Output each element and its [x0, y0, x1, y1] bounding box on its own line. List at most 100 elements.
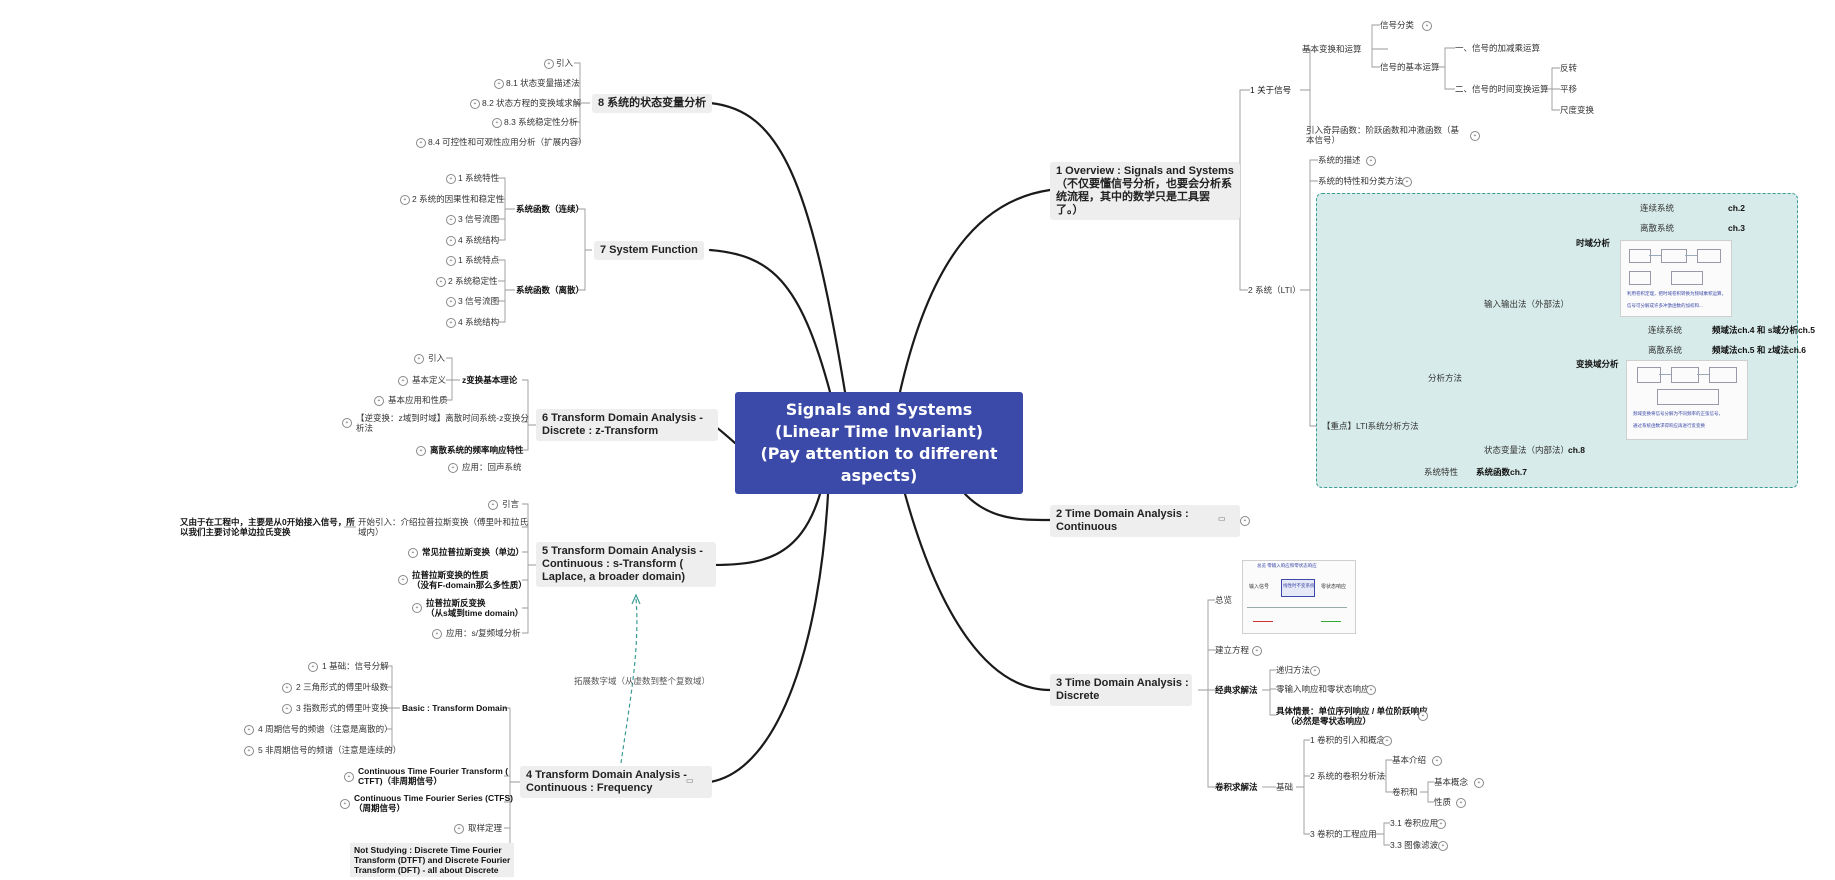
collapse-icon[interactable]: +	[1382, 736, 1392, 746]
node-sys-prop[interactable]: 系统特性	[1424, 467, 1459, 477]
node-conv3[interactable]: 3 卷积的工程应用	[1310, 829, 1377, 839]
node-shift[interactable]: 平移	[1560, 84, 1578, 94]
collapse-icon[interactable]: +	[398, 575, 408, 585]
node-cont-sys[interactable]: 连续系统	[1640, 203, 1675, 213]
node-sv-2[interactable]: 8.1 状态变量描述法	[506, 78, 580, 88]
node-signal-basic-ops[interactable]: 信号的基本运算	[1380, 62, 1440, 72]
collapse-icon[interactable]: +	[342, 418, 352, 428]
node-basic-ops[interactable]: 基本变换和运算	[1302, 44, 1362, 54]
node-conv-and[interactable]: 卷积和	[1392, 787, 1418, 797]
collapse-icon[interactable]: +	[446, 215, 456, 225]
node-ch3[interactable]: ch.3	[1728, 223, 1746, 233]
node-sf-cont[interactable]: 系统函数（连续）	[516, 204, 585, 214]
node-sf-cont-2[interactable]: 2 系统的因果性和稳定性	[412, 194, 505, 204]
node-s-props[interactable]: 拉普拉斯变换的性质 （没有F-domain那么多性质）	[412, 570, 527, 590]
branch-time-continuous[interactable]: 2 Time Domain Analysis : Continuous	[1050, 505, 1240, 537]
node-singular[interactable]: 引入奇异函数：阶跃函数和冲激函数（基本信号）	[1306, 125, 1460, 145]
collapse-icon[interactable]: +	[446, 318, 456, 328]
collapse-icon[interactable]: +	[432, 629, 442, 639]
collapse-icon[interactable]: +	[488, 500, 498, 510]
node-about-signals[interactable]: 1 关于信号	[1250, 85, 1292, 95]
node-sf-cont-1[interactable]: 1 系统特性	[458, 173, 500, 183]
collapse-icon[interactable]: +	[282, 683, 292, 693]
collapse-icon[interactable]: +	[244, 746, 254, 756]
collapse-icon[interactable]: +	[1422, 21, 1432, 31]
collapse-icon[interactable]: +	[1432, 756, 1442, 766]
node-equation[interactable]: 建立方程	[1215, 645, 1250, 655]
collapse-icon[interactable]: +	[1470, 131, 1480, 141]
collapse-icon[interactable]: +	[414, 354, 424, 364]
node-disc-sys[interactable]: 离散系统	[1640, 223, 1675, 233]
node-z-inverse[interactable]: 【逆变换：z域到时域】离散时间系统-z变换分 析法	[356, 413, 529, 433]
note-icon[interactable]: ▭	[686, 776, 694, 785]
node-scale[interactable]: 尺度变换	[1560, 105, 1595, 115]
collapse-icon[interactable]: +	[340, 799, 350, 809]
node-sf-disc-4[interactable]: 4 系统结构	[458, 317, 500, 327]
node-f-item-3[interactable]: 3 指数形式的傅里叶变换	[296, 703, 389, 713]
node-op-add-mul[interactable]: 一、信号的加减乘运算	[1455, 43, 1541, 53]
node-sv-3[interactable]: 8.2 状态方程的变换域求解	[482, 98, 582, 108]
collapse-icon[interactable]: +	[1456, 798, 1466, 808]
collapse-icon[interactable]: +	[446, 256, 456, 266]
node-state-var[interactable]: 状态变量法（内部法）	[1484, 445, 1570, 455]
collapse-icon[interactable]: +	[1436, 819, 1446, 829]
node-f-item-1[interactable]: 1 基础：信号分解	[322, 661, 389, 671]
collapse-icon[interactable]: +	[416, 446, 426, 456]
node-conv2[interactable]: 2 系统的卷积分析法	[1310, 771, 1386, 781]
node-classic[interactable]: 经典求解法	[1215, 685, 1258, 695]
collapse-icon[interactable]: +	[544, 59, 554, 69]
branch-state-variable[interactable]: 8 系统的状态变量分析	[592, 94, 713, 113]
collapse-icon[interactable]: +	[436, 277, 446, 287]
node-app2[interactable]: 3.3 图像滤波	[1390, 840, 1439, 850]
collapse-icon[interactable]: +	[470, 99, 480, 109]
node-s-intro[interactable]: 引言	[502, 499, 520, 509]
node-basic-concept[interactable]: 基本概念	[1434, 777, 1469, 787]
node-signal-class[interactable]: 信号分类	[1380, 20, 1415, 30]
node-z-def[interactable]: 基本定义	[412, 375, 447, 385]
collapse-icon[interactable]: +	[344, 772, 354, 782]
node-s-app[interactable]: 应用：s/复频域分析	[446, 628, 521, 638]
node-z-app[interactable]: 应用：回声系统	[462, 462, 522, 472]
node-ch2[interactable]: ch.2	[1728, 203, 1746, 213]
node-intro[interactable]: 基本介绍	[1392, 755, 1427, 765]
branch-z-transform[interactable]: 6 Transform Domain Analysis - Discrete :…	[536, 409, 718, 441]
node-reverse[interactable]: 反转	[1560, 63, 1578, 73]
node-recursive[interactable]: 递归方法	[1276, 665, 1311, 675]
collapse-icon[interactable]: +	[446, 174, 456, 184]
node-transform-analysis[interactable]: 变换域分析	[1576, 359, 1619, 369]
node-specific[interactable]: 具体情景：单位序列响应 / 单位阶跃响应 （必然是零状态响应）	[1276, 706, 1428, 726]
node-sf-disc-1[interactable]: 1 系统特点	[458, 255, 500, 265]
collapse-icon[interactable]: +	[398, 376, 408, 386]
collapse-icon[interactable]: +	[1474, 778, 1484, 788]
node-sf-disc-3[interactable]: 3 信号流图	[458, 296, 500, 306]
collapse-icon[interactable]: +	[308, 662, 318, 672]
overview-diagram[interactable]: 总览 零输入响应和零状态响应 输入信号 线性时不变系统 零状态响应	[1242, 560, 1356, 634]
collapse-icon[interactable]: +	[446, 236, 456, 246]
node-s-inverse[interactable]: 拉普拉斯反变换 （从s域到time domain）	[426, 598, 523, 618]
node-ctft[interactable]: Continuous Time Fourier Transform ( CTFT…	[358, 766, 508, 786]
node-s-start[interactable]: 开始引入：介绍拉普拉斯变换（傅里叶和拉氏 域内）	[358, 517, 528, 537]
node-io-method[interactable]: 输入输出法（外部法）	[1484, 299, 1570, 309]
collapse-icon[interactable]: +	[374, 396, 384, 406]
diagram-thumbnail-2[interactable]: 频域变换将信号分解为不同频率的正弦信号， 通过系统函数求得响应再进行反变换	[1626, 360, 1748, 440]
branch-transform-frequency[interactable]: 4 Transform Domain Analysis - Continuous…	[520, 766, 712, 798]
collapse-icon[interactable]: +	[446, 297, 456, 307]
node-sys-func[interactable]: 系统函数ch.7	[1476, 467, 1528, 477]
node-sf-disc-2[interactable]: 2 系统稳定性	[448, 276, 498, 286]
note-icon[interactable]: ▭	[1218, 514, 1226, 523]
node-basic-td[interactable]: Basic : Transform Domain	[402, 703, 508, 713]
node-sv-1[interactable]: 引入	[556, 58, 574, 68]
node-sys-desc[interactable]: 系统的描述	[1318, 155, 1361, 165]
node-sv-4[interactable]: 8.3 系统稳定性分析	[504, 117, 578, 127]
collapse-icon[interactable]: +	[1240, 516, 1250, 526]
branch-system-function[interactable]: 7 System Function	[594, 241, 704, 260]
node-overview[interactable]: 总览	[1215, 595, 1233, 605]
node-freq-z[interactable]: 频域法ch.5 和 z域法ch.6	[1712, 345, 1806, 355]
node-disc-sys-2[interactable]: 离散系统	[1648, 345, 1683, 355]
node-z-props[interactable]: 基本应用和性质	[388, 395, 448, 405]
collapse-icon[interactable]: +	[282, 704, 292, 714]
collapse-icon[interactable]: +	[1418, 711, 1428, 721]
node-z-intro[interactable]: 引入	[428, 353, 446, 363]
collapse-icon[interactable]: +	[408, 548, 418, 558]
collapse-icon[interactable]: +	[1252, 646, 1262, 656]
